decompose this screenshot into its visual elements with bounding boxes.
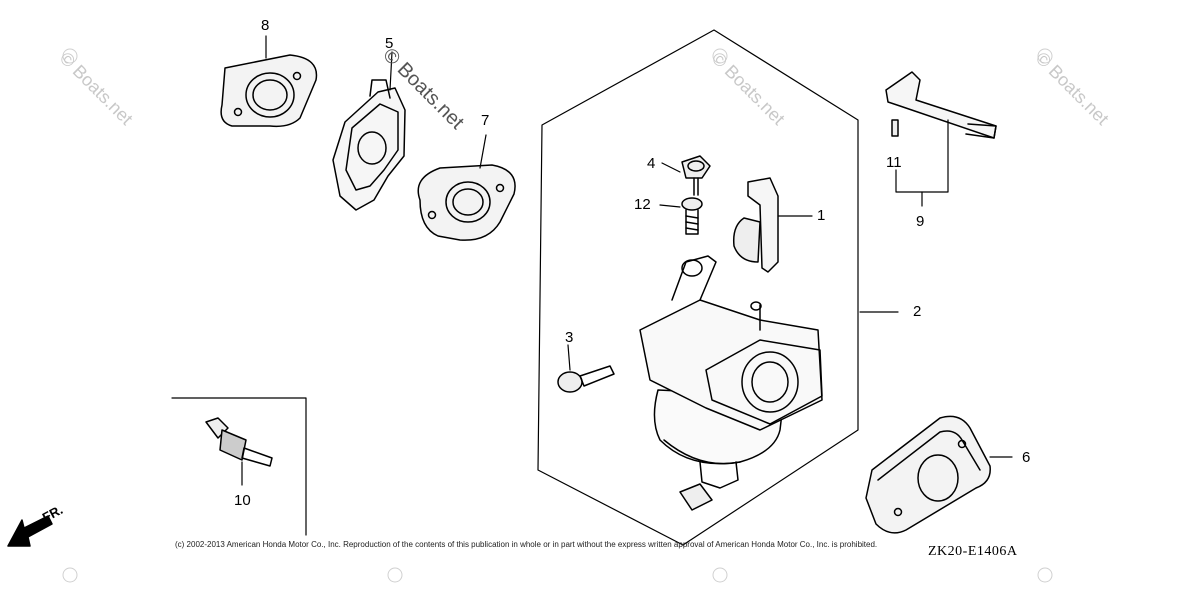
callout-12: 12 (634, 196, 651, 213)
callout-8: 8 (261, 17, 270, 34)
callout-7: 7 (481, 112, 490, 129)
callout-5: 5 (385, 35, 394, 52)
insulator-5-drawing (332, 51, 406, 211)
watermark-marks (62, 48, 1053, 583)
drawing-code: ZK20-E1406A (928, 544, 1018, 559)
copyright-notice: (c) 2002-2013 American Honda Motor Co., … (175, 540, 878, 549)
callout-4: 4 (647, 155, 656, 172)
callout-3: 3 (565, 329, 574, 346)
screw-3-drawing (557, 344, 615, 393)
callout-10: 10 (234, 492, 251, 509)
carburetor-2-drawing (639, 255, 899, 511)
float-1-drawing (732, 177, 813, 273)
screw-12-drawing (659, 197, 703, 235)
callout-6: 6 (1022, 449, 1031, 466)
screw-4-drawing (661, 155, 711, 196)
choke-lever-9-drawing (885, 71, 997, 207)
callout-2: 2 (913, 303, 922, 320)
gasket-6-drawing (865, 415, 1013, 534)
assembly-boundary (537, 29, 859, 546)
callout-1: 1 (817, 207, 826, 224)
fuel-joint-10-drawing (171, 397, 307, 536)
callout-9: 9 (916, 213, 925, 230)
callout-11: 11 (886, 154, 902, 171)
gasket-7-drawing (417, 134, 516, 241)
front-direction-arrow (7, 515, 53, 547)
gasket-8-drawing (220, 35, 318, 128)
